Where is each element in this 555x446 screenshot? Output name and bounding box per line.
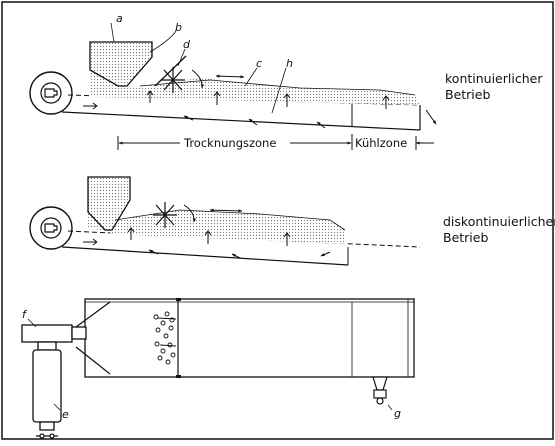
belt-bottom-top	[61, 111, 421, 131]
label-a: a	[116, 12, 123, 25]
hopper-a	[89, 41, 153, 87]
spreader-d	[161, 67, 185, 93]
airflow-arrows-top	[83, 90, 437, 129]
dryer-plan-view: f e g	[21, 298, 415, 439]
outlet-g	[372, 376, 388, 405]
mode-continuous-line1: kontinuierlicher	[445, 71, 543, 86]
zone-dimension-line	[117, 134, 434, 150]
fan-motor	[21, 324, 87, 439]
nozzle-row	[153, 311, 177, 365]
fan-drum-top	[29, 71, 73, 115]
spreader-middle	[153, 202, 177, 228]
label-e: e	[62, 408, 69, 421]
continuous-dryer: a b d c h Trocknungszone Kühlzone kontin…	[29, 12, 543, 150]
housing-plan	[84, 298, 415, 378]
mode-continuous-line2: Betrieb	[445, 87, 490, 102]
drying-zone-label: Trocknungszone	[183, 136, 276, 150]
label-d: d	[183, 38, 191, 51]
batch-dryer: diskontinuierlicher Betrieb	[29, 176, 555, 266]
deflector-b	[154, 55, 187, 87]
airflow-arrows-middle	[83, 227, 331, 259]
label-g: g	[394, 407, 401, 420]
label-c: c	[256, 57, 262, 70]
mode-batch-line1: diskontinuierlicher	[443, 214, 555, 229]
fan-drum-middle	[29, 206, 73, 250]
mode-batch-line2: Betrieb	[443, 230, 488, 245]
cooling-zone-label: Kühlzone	[355, 136, 407, 150]
label-f: f	[22, 308, 28, 321]
hopper-middle	[87, 176, 131, 231]
label-b: b	[175, 21, 182, 34]
label-h: h	[286, 57, 293, 70]
